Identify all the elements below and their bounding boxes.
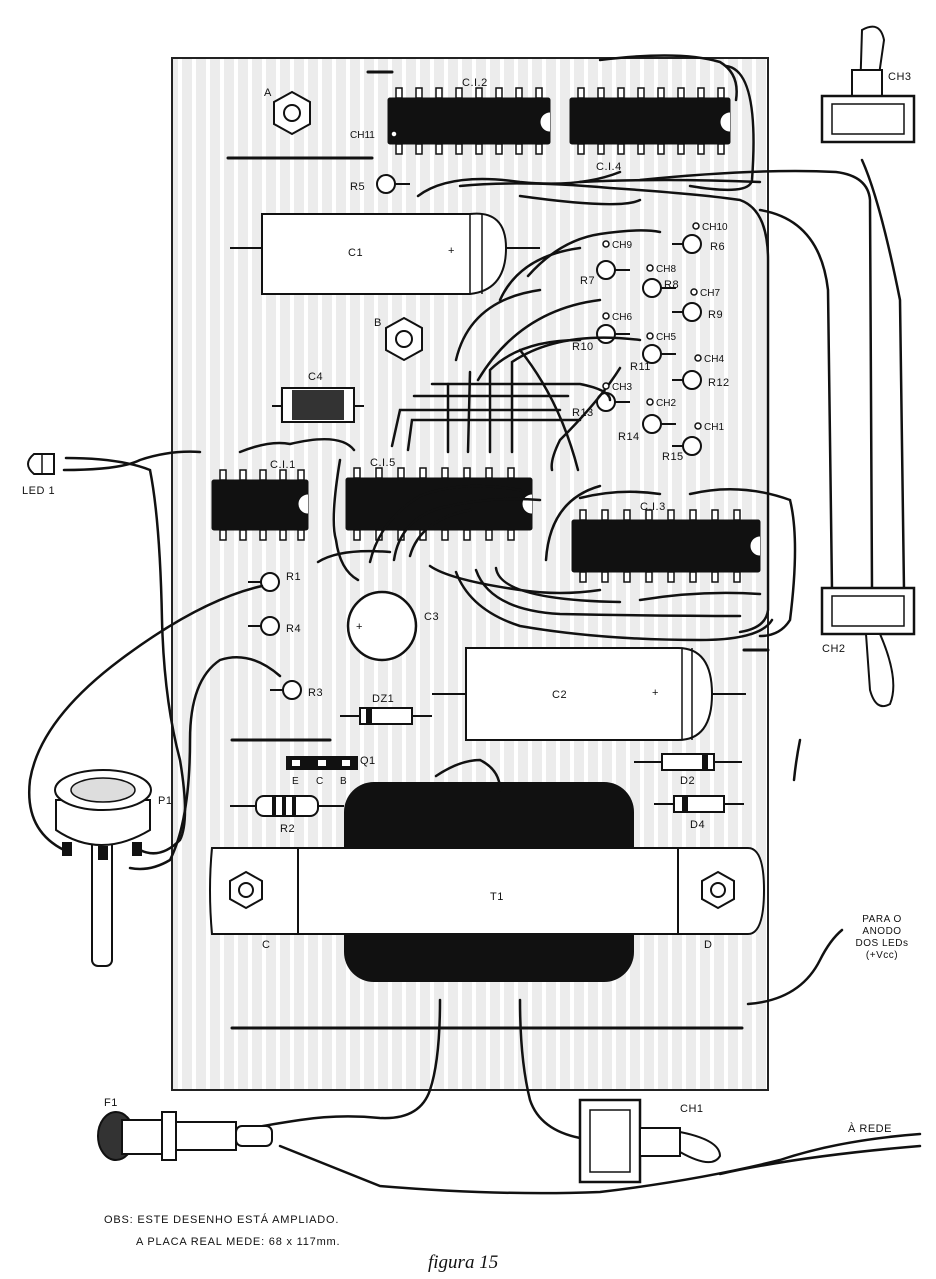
label-r6: R6 bbox=[710, 241, 725, 253]
capacitor-c2: + bbox=[432, 647, 746, 741]
label-led1: LED 1 bbox=[22, 485, 55, 497]
label-r12: R12 bbox=[708, 377, 730, 389]
label-r2: R2 bbox=[280, 823, 295, 835]
wires bbox=[28, 54, 922, 1195]
label-pch4: CH4 bbox=[704, 354, 724, 365]
label-ci2: C.I.2 bbox=[462, 77, 488, 89]
capacitor-c3: + bbox=[346, 590, 418, 662]
nut-a bbox=[273, 90, 311, 136]
label-ci1: C.I.1 bbox=[270, 459, 296, 471]
label-pch2: CH2 bbox=[656, 398, 676, 409]
ic-ci4 bbox=[569, 97, 731, 145]
capacitor-c4 bbox=[272, 387, 364, 423]
label-r7: R7 bbox=[580, 275, 595, 287]
transistor-q1 bbox=[286, 756, 358, 770]
label-pch3: CH3 bbox=[612, 382, 632, 393]
label-r5: R5 bbox=[350, 181, 365, 193]
anode-note: PARA O ANODO DOS LEDs (+Vcc) bbox=[842, 914, 922, 962]
switch-ch1 bbox=[578, 1098, 722, 1184]
fuse-holder-f1 bbox=[97, 1111, 273, 1161]
label-ch1: CH1 bbox=[680, 1103, 704, 1115]
ic-pins bbox=[219, 87, 741, 583]
label-pch6: CH6 bbox=[612, 312, 632, 323]
label-nut-d: D bbox=[704, 939, 712, 951]
anode-note-line4: (+Vcc) bbox=[865, 950, 899, 961]
label-ci4: C.I.4 bbox=[596, 161, 622, 173]
label-p1: P1 bbox=[158, 795, 172, 807]
label-pch8: CH8 bbox=[656, 264, 676, 275]
ic-ci3 bbox=[571, 519, 761, 573]
obs-line-1: OBS: ESTE DESENHO ESTÁ AMPLIADO. bbox=[104, 1214, 340, 1226]
transformer-t1 bbox=[209, 782, 766, 982]
label-rede: À REDE bbox=[848, 1122, 892, 1135]
potentiometer-p1 bbox=[54, 769, 152, 967]
obs-line-2: A PLACA REAL MEDE: 68 x 117mm. bbox=[136, 1236, 341, 1248]
figure-caption: figura 15 bbox=[428, 1252, 499, 1273]
capacitor-c1: + bbox=[230, 212, 540, 295]
label-e: E bbox=[292, 776, 299, 787]
switch-ch2 bbox=[820, 586, 916, 708]
label-d4: D4 bbox=[690, 819, 705, 831]
label-c4: C4 bbox=[308, 371, 323, 383]
label-pch9: CH9 bbox=[612, 240, 632, 251]
ic-ci1 bbox=[211, 479, 309, 531]
label-r10: R10 bbox=[572, 341, 594, 353]
component-labels: C.I.2 C.I.4 C.I.1 C.I.5 C.I.3 C1 C2 C3 C… bbox=[22, 71, 912, 1135]
label-t1: T1 bbox=[490, 891, 504, 903]
label-ch3: CH3 bbox=[888, 71, 912, 83]
label-c2: C2 bbox=[552, 689, 567, 701]
label-pch5: CH5 bbox=[656, 332, 676, 343]
anode-note-line2: ANODO bbox=[862, 926, 902, 937]
label-c1: C1 bbox=[348, 247, 363, 259]
svg-text:+: + bbox=[356, 621, 363, 633]
label-ci5: C.I.5 bbox=[370, 457, 396, 469]
label-r13: R13 bbox=[572, 407, 594, 419]
label-d2: D2 bbox=[680, 775, 695, 787]
diode-d4 bbox=[654, 795, 744, 813]
label-r14: R14 bbox=[618, 431, 640, 443]
diode-dz1 bbox=[340, 707, 432, 725]
label-ci3: C.I.3 bbox=[640, 501, 666, 513]
label-r4: R4 bbox=[286, 623, 301, 635]
switch-ch3 bbox=[820, 25, 916, 144]
svg-text:+: + bbox=[652, 687, 659, 699]
label-r3: R3 bbox=[308, 687, 323, 699]
label-q1: Q1 bbox=[360, 755, 376, 767]
label-r15: R15 bbox=[662, 451, 684, 463]
board-jumpers bbox=[226, 70, 770, 1030]
label-c3: C3 bbox=[424, 611, 439, 623]
ic-ci2 bbox=[387, 97, 551, 145]
label-nut-c: C bbox=[262, 939, 270, 951]
label-pch10: CH10 bbox=[702, 222, 728, 233]
led-1 bbox=[27, 453, 55, 475]
label-r11: R11 bbox=[630, 361, 651, 373]
ch-pads bbox=[390, 130, 702, 430]
label-f1: F1 bbox=[104, 1097, 118, 1109]
label-pch1: CH1 bbox=[704, 422, 724, 433]
label-pch11: CH11 bbox=[350, 130, 375, 141]
label-nut-b: B bbox=[374, 317, 382, 329]
resistor-r2 bbox=[230, 795, 344, 817]
diode-d2 bbox=[634, 753, 742, 771]
label-b: B bbox=[340, 776, 347, 787]
label-dz1: DZ1 bbox=[372, 693, 394, 705]
label-r9: R9 bbox=[708, 309, 723, 321]
nut-b bbox=[385, 316, 423, 362]
ic-ci5 bbox=[345, 477, 533, 531]
label-c: C bbox=[316, 776, 323, 787]
anode-note-line3: DOS LEDs bbox=[855, 938, 909, 949]
label-ch2: CH2 bbox=[822, 643, 846, 655]
label-nut-a: A bbox=[264, 87, 272, 99]
label-r8: R8 bbox=[664, 279, 679, 291]
label-pch7: CH7 bbox=[700, 288, 720, 299]
resistors-upright bbox=[248, 174, 702, 700]
anode-note-line1: PARA O bbox=[862, 914, 902, 925]
label-r1: R1 bbox=[286, 571, 301, 583]
svg-text:+: + bbox=[448, 245, 455, 257]
